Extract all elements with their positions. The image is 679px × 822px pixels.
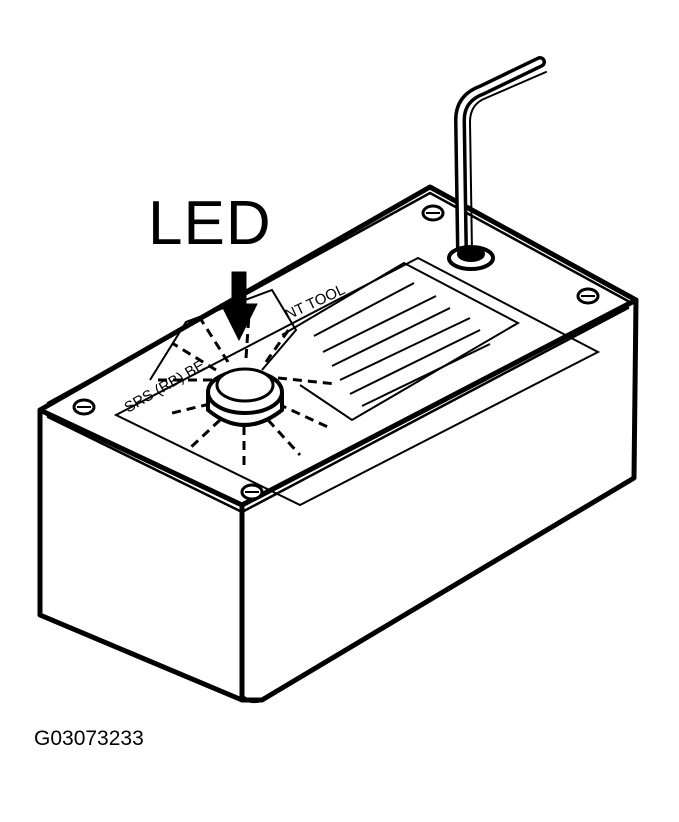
instruction-label [281,261,521,422]
screw-icon [72,398,96,416]
box-top-edge [46,191,630,405]
screw-icon [240,483,264,501]
top-panel-outline [113,256,601,507]
screw-icon [421,204,445,222]
screws [72,204,600,501]
led-label-tab [149,288,298,381]
figure-id: G03073233 [34,727,144,750]
cable-grommet [447,245,495,271]
led-indicator [206,367,284,427]
box-front-edge [46,306,630,514]
tool-box [37,184,639,704]
box-bottom-edge [242,696,264,704]
screw-icon [576,287,600,305]
led-callout-label: LED [148,189,272,258]
arrow-down-icon [220,271,258,342]
cable [454,56,547,258]
